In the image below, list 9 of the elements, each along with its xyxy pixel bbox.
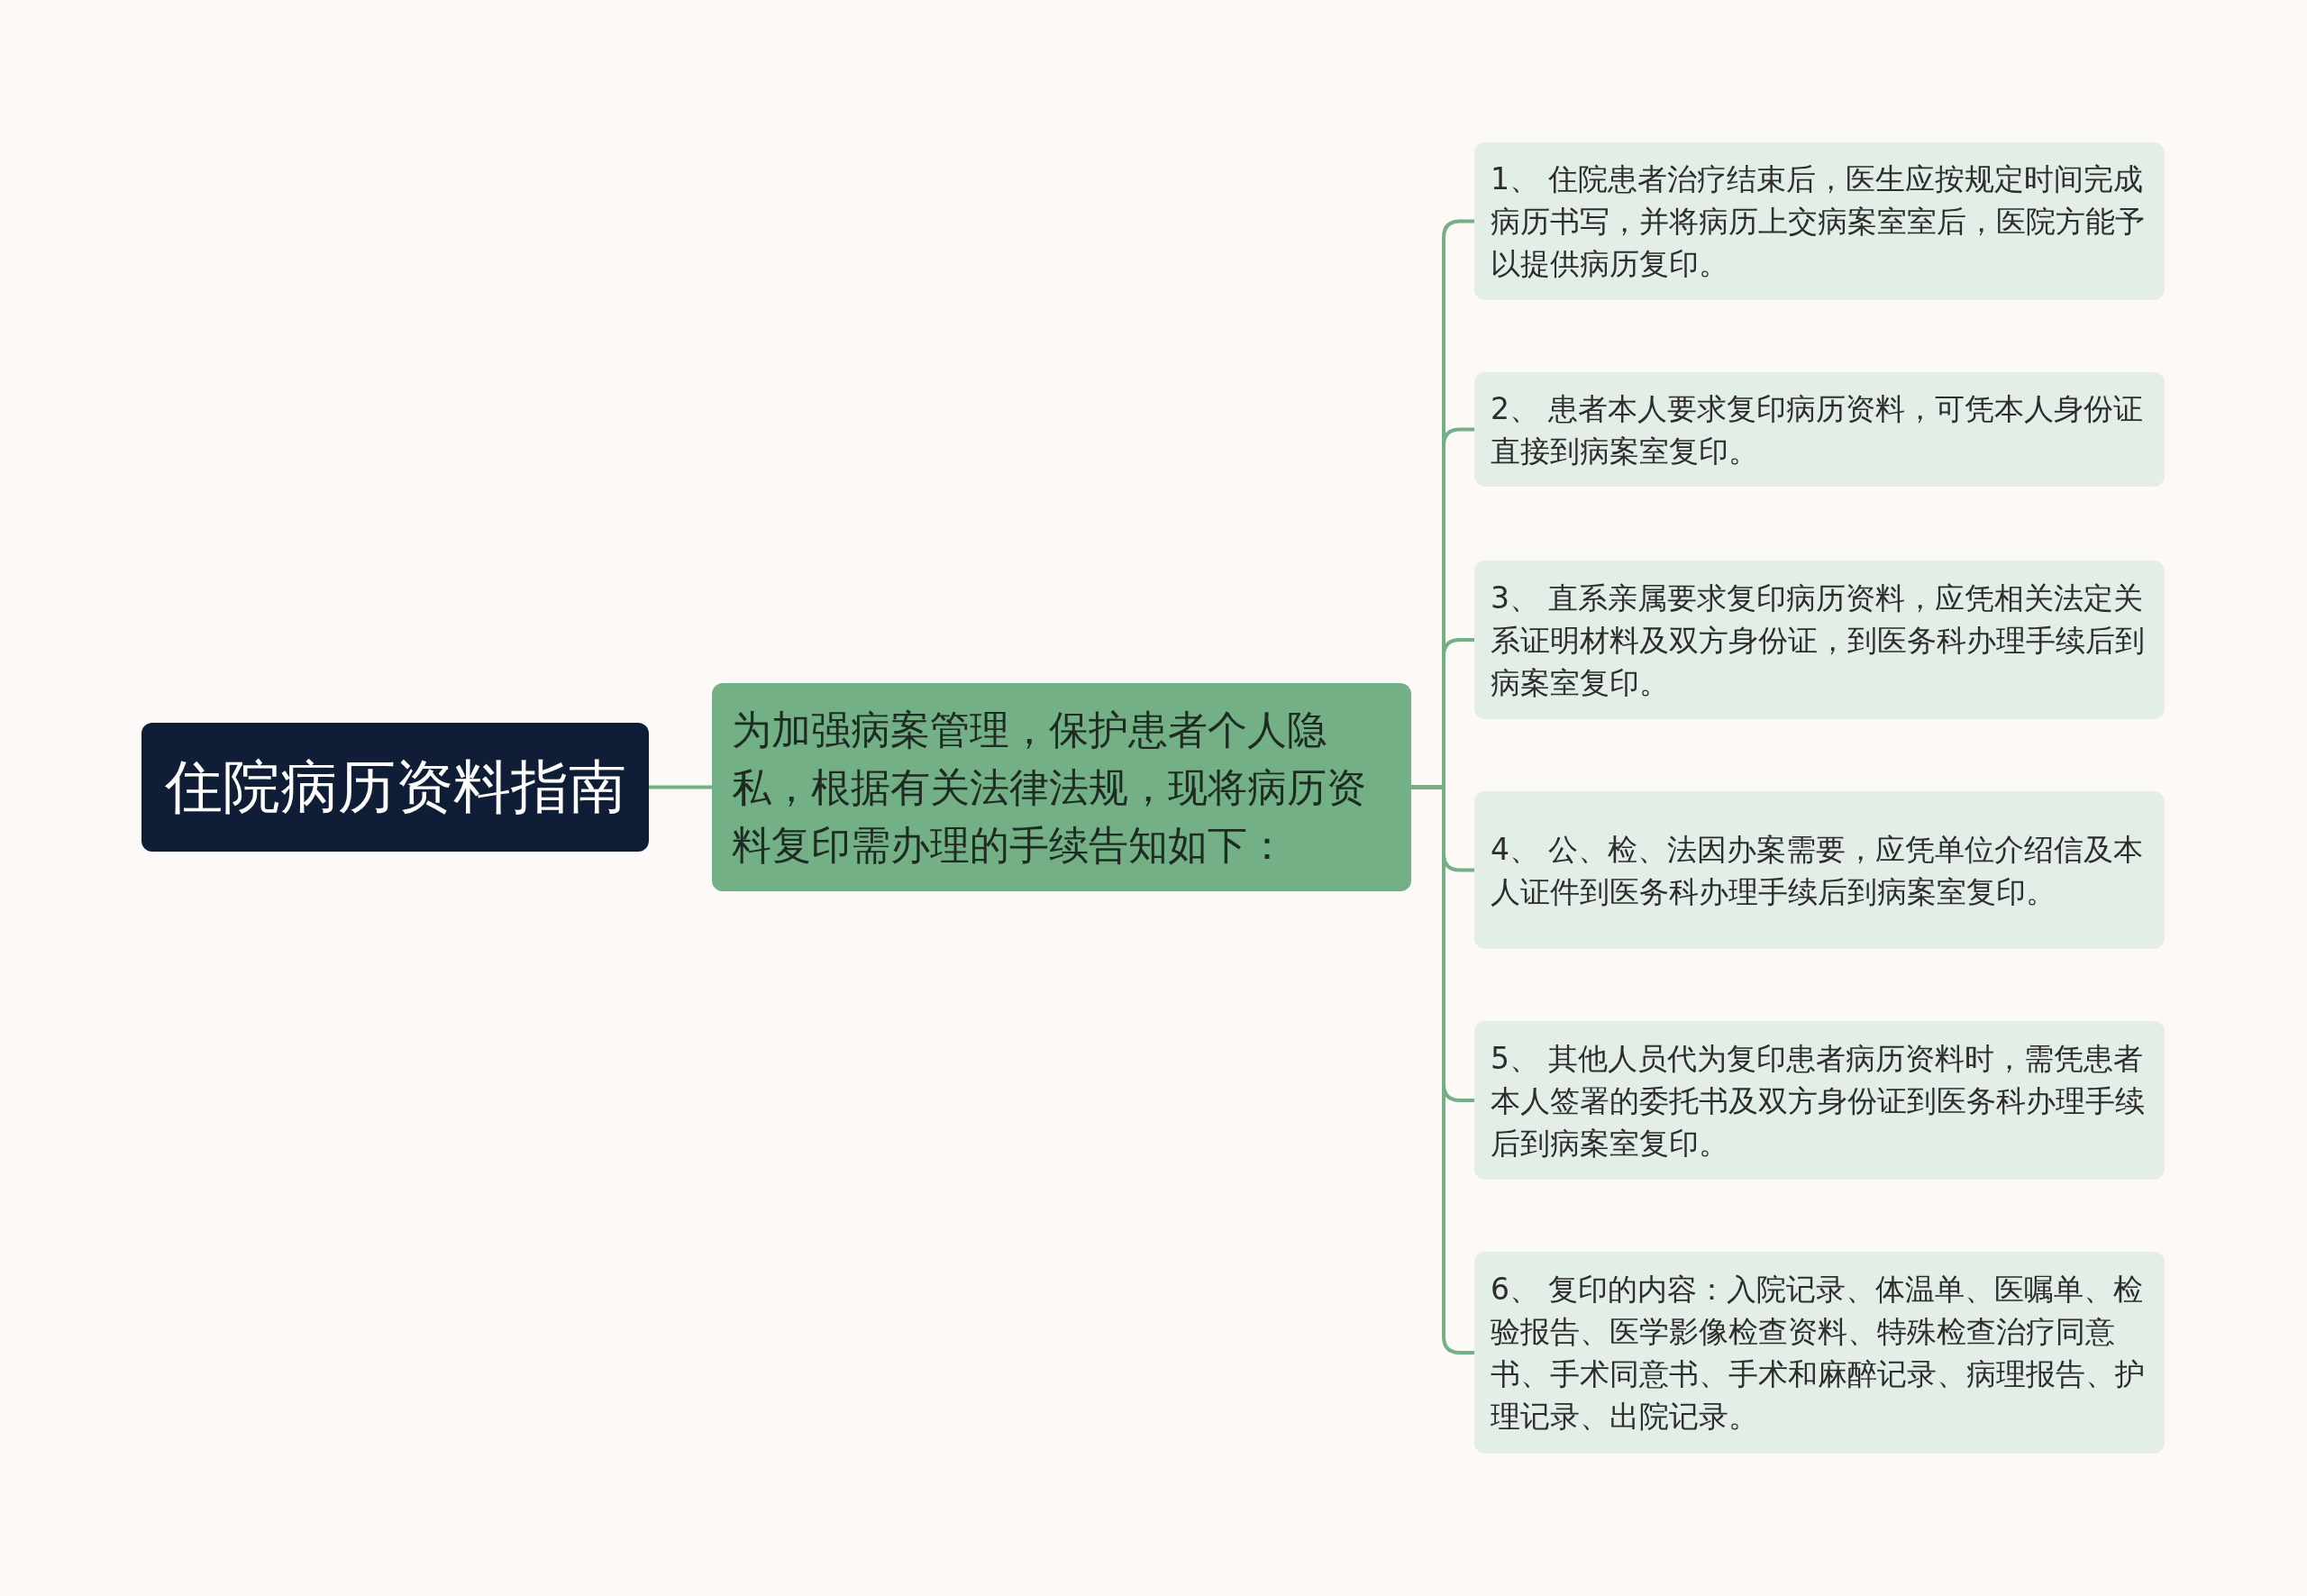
subtopic-box: 4、 公、检、法因办案需要，应凭单位介绍信及本人证件到医务科办理手续后到病案室复印。 xyxy=(1474,791,2165,949)
subtopic-box: 3、 直系亲属要求复印病历资料，应凭相关法定关系证明材料及双方身份证，到医务科办理手续后到病案室复印。 xyxy=(1474,561,2165,719)
subtopic-box: 2、 患者本人要求复印病历资料，可凭本人身份证直接到病案室复印。 xyxy=(1474,372,2165,487)
connector-line xyxy=(649,785,712,789)
root-topic-box: 住院病历资料指南 xyxy=(141,723,649,852)
topic-box: 为加强病案管理，保护患者个人隐私，根据有关法律法规，现将病历资料复印需办理的手续告知如下： xyxy=(712,683,1411,891)
subtopic-box: 1、 住院患者治疗结束后，医生应按规定时间完成病历书写，并将病历上交病案室室后，医院方能予以提供病历复印。 xyxy=(1474,142,2165,300)
subtopic-box: 6、 复印的内容：入院记录、体温单、医嘱单、检验报告、医学影像检查资料、特殊检查治疗同意书、手术同意书、手术和麻醉记录、病理报告、护理记录、出院记录。 xyxy=(1474,1252,2165,1454)
subtopic-box: 5、 其他人员代为复印患者病历资料时，需凭患者本人签署的委托书及双方身份证到医务科办理手续后到病案室复印。 xyxy=(1474,1021,2165,1180)
